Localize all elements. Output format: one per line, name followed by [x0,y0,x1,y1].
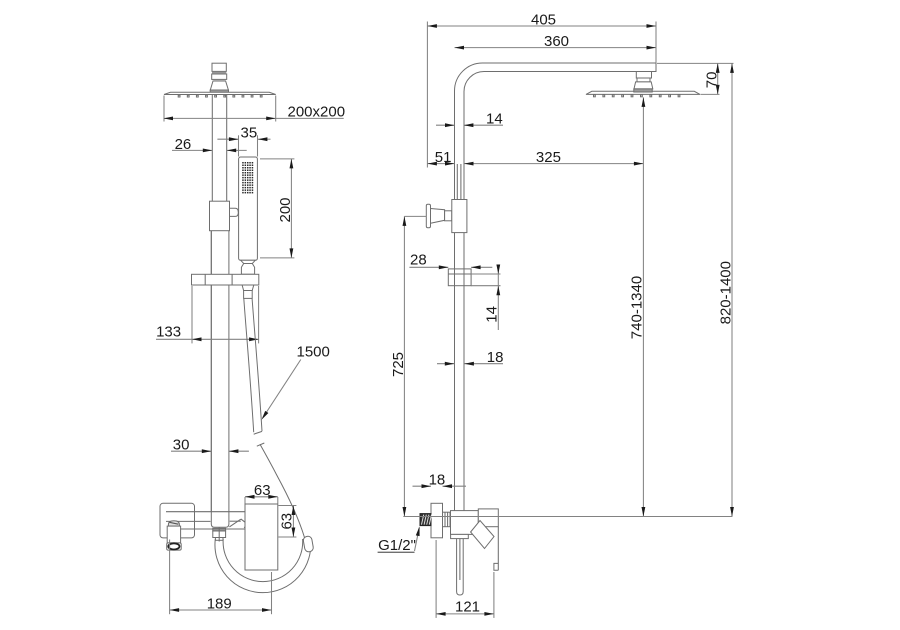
svg-text:1500: 1500 [297,344,330,361]
svg-text:70: 70 [703,72,720,89]
svg-text:121: 121 [455,598,480,615]
svg-text:26: 26 [175,136,192,153]
svg-text:18: 18 [487,349,504,366]
svg-text:325: 325 [536,149,561,166]
svg-text:30: 30 [173,437,190,454]
svg-text:200: 200 [277,197,294,222]
svg-text:725: 725 [390,352,407,377]
svg-text:63: 63 [279,513,296,530]
svg-text:133: 133 [156,323,181,340]
svg-text:28: 28 [410,252,427,269]
svg-text:405: 405 [531,12,556,29]
svg-text:18: 18 [429,471,446,488]
svg-text:35: 35 [241,125,258,142]
svg-text:G1/2": G1/2" [378,537,416,554]
svg-text:14: 14 [484,306,501,323]
svg-text:820-1400: 820-1400 [717,261,734,324]
svg-text:360: 360 [544,33,569,50]
svg-text:740-1340: 740-1340 [628,276,645,339]
svg-text:200x200: 200x200 [288,103,346,120]
svg-text:14: 14 [486,110,503,127]
svg-text:189: 189 [207,595,232,612]
svg-text:51: 51 [435,149,452,166]
svg-text:63: 63 [254,482,271,499]
